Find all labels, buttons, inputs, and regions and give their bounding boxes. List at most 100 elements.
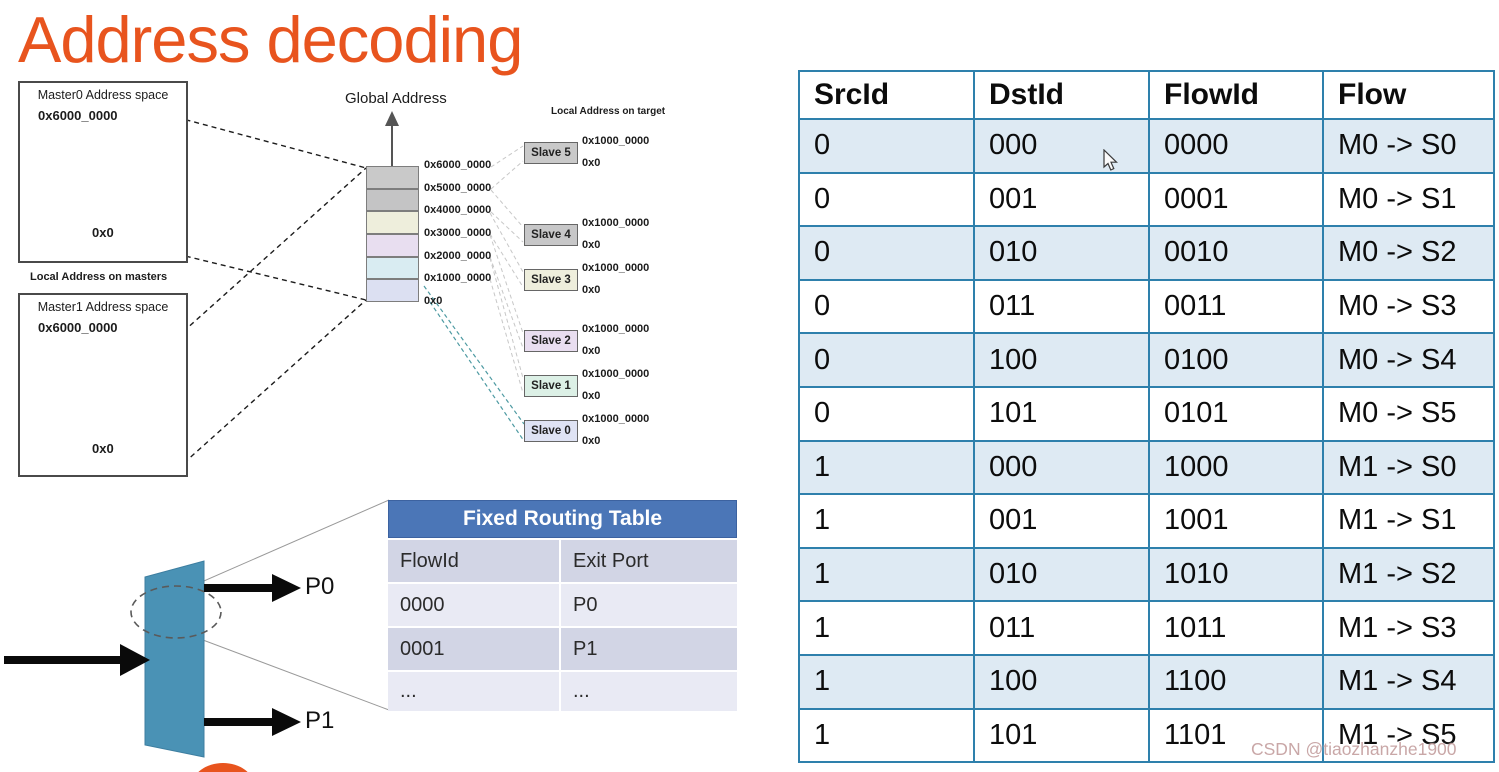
magnifier-ellipse [130, 585, 222, 639]
slave-top-address: 0x1000_0000 [582, 413, 650, 425]
flow-header-cell: FlowId [1148, 70, 1324, 120]
routing-cell: ... [388, 672, 559, 711]
switch-plane [144, 560, 205, 758]
flow-cell: 0011 [1148, 278, 1324, 335]
slave-bottom-address: 0x0 [582, 345, 601, 357]
target-caption: Local Address on target [551, 106, 666, 117]
flow-cell: M1 -> S2 [1322, 546, 1495, 603]
flow-header-row: SrcId DstId FlowId Flow [798, 70, 1495, 120]
flow-cell: 0 [798, 278, 975, 335]
routing-cell: 0001 [388, 628, 559, 670]
global-address-label: Global Address [345, 90, 447, 107]
slave-bottom-address: 0x0 [582, 239, 601, 251]
slave-box: Slave 5 [524, 142, 578, 164]
masters-caption: Local Address on masters [30, 271, 168, 283]
flow-cell: 100 [973, 653, 1150, 710]
master0-bottom-address: 0x0 [92, 225, 114, 240]
stack-segment [366, 211, 419, 234]
flow-cell: 000 [973, 439, 1150, 496]
slave-top-address: 0x1000_0000 [582, 368, 650, 380]
master0-title: Master0 Address space [37, 88, 169, 102]
flow-cell: M0 -> S4 [1322, 332, 1495, 388]
flow-cell: 000 [973, 118, 1150, 174]
stack-address-label: 0x5000_0000 [424, 181, 492, 194]
flow-cell: 0001 [1148, 171, 1324, 228]
slave-box: Slave 1 [524, 375, 578, 397]
flow-cell: M0 -> S1 [1322, 171, 1495, 228]
routing-cell: 0000 [388, 584, 559, 626]
slave-box: Slave 4 [524, 224, 578, 246]
flow-cell: M0 -> S0 [1322, 118, 1495, 174]
flow-header-cell: SrcId [798, 70, 975, 120]
flow-cell: M1 -> S1 [1322, 493, 1495, 549]
stack-segment [366, 279, 419, 302]
slave-bottom-address: 0x0 [582, 435, 601, 447]
flow-cell: 011 [973, 600, 1150, 656]
flow-cell: 1001 [1148, 493, 1324, 549]
master1-bottom-address: 0x0 [92, 441, 114, 456]
port-label-p1: P1 [305, 707, 335, 734]
slave-bottom-address: 0x0 [582, 284, 601, 296]
stack-to-slave0-connectors [423, 285, 525, 442]
stack-address-label: 0x6000_0000 [424, 159, 492, 171]
slave-bottom-address: 0x0 [582, 157, 601, 169]
flow-cell: M0 -> S5 [1322, 385, 1495, 442]
stack-address-label: 0x0 [424, 295, 443, 307]
slave-box: Slave 2 [524, 330, 578, 352]
flow-cell: 1 [798, 707, 975, 764]
flow-cell: 0010 [1148, 225, 1324, 281]
flow-cell: 1 [798, 653, 975, 710]
flow-cell: 1010 [1148, 546, 1324, 603]
flow-cell: 010 [973, 225, 1150, 281]
stack-to-slave-connectors [489, 145, 524, 394]
flow-cell: M1 -> S4 [1322, 653, 1495, 710]
flow-header-cell: Flow [1322, 70, 1495, 120]
flow-cell: 1101 [1148, 707, 1324, 764]
global-address-arrow [385, 111, 399, 166]
magnifier-lines [180, 499, 390, 711]
flow-cell: 0 [798, 385, 975, 442]
mouse-cursor [1103, 149, 1118, 171]
footer-accent [198, 763, 248, 772]
routing-cell: P0 [561, 584, 737, 626]
routing-header-cell: Exit Port [561, 540, 737, 582]
flow-cell: 1 [798, 439, 975, 496]
flow-cell: 0 [798, 225, 975, 281]
flow-cell: 1011 [1148, 600, 1324, 656]
flow-header-cell: DstId [973, 70, 1150, 120]
flow-cell: 1000 [1148, 439, 1324, 496]
flow-cell: 010 [973, 546, 1150, 603]
page-title: Address decoding [18, 3, 523, 76]
flow-cell: 100 [973, 332, 1150, 388]
port-label-p0: P0 [305, 573, 335, 600]
flow-cell: M1 -> S3 [1322, 600, 1495, 656]
flow-cell: 0 [798, 332, 975, 388]
flow-cell: 1 [798, 600, 975, 656]
flow-cell: 011 [973, 278, 1150, 335]
stack-address-label: 0x3000_0000 [424, 227, 492, 239]
flow-cell: 001 [973, 493, 1150, 549]
stack-segment [366, 234, 419, 257]
slave-top-address: 0x1000_0000 [582, 262, 650, 274]
stack-address-label: 0x2000_0000 [424, 249, 492, 262]
routing-header-cell: FlowId [388, 540, 559, 582]
p1-arrow [204, 708, 301, 736]
flow-cell: 101 [973, 385, 1150, 442]
flow-cell: M1 -> S0 [1322, 439, 1495, 496]
slave-top-address: 0x1000_0000 [582, 323, 650, 335]
slave-bottom-address: 0x0 [582, 390, 601, 402]
master1-title: Master1 Address space [37, 300, 169, 314]
stack-segment [366, 256, 419, 280]
stack-segment [366, 188, 419, 212]
p0-arrow [204, 574, 301, 602]
